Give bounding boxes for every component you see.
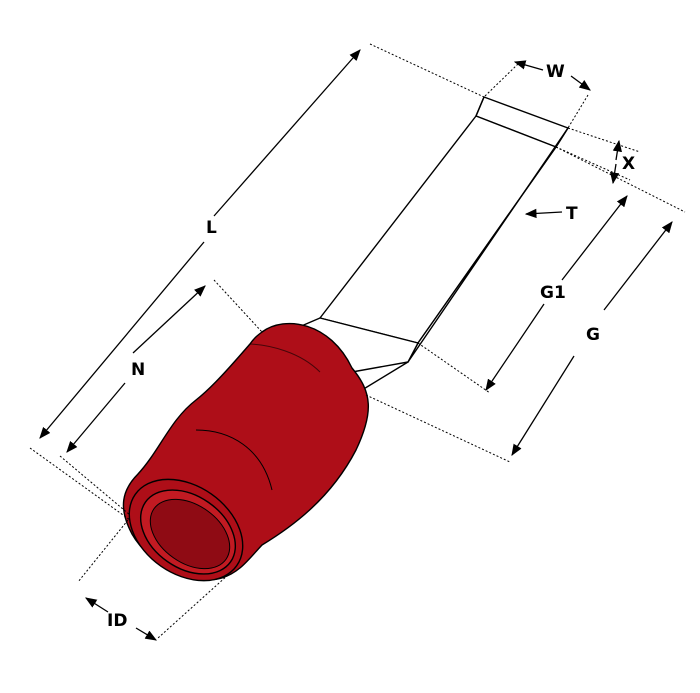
dim-label-W: W [546,62,565,82]
dim-label-T: T [566,204,578,224]
dim-label-G: G [586,325,600,345]
insulated-sleeve [122,322,369,582]
dim-label-X: X [622,154,635,174]
dim-label-ID: ID [107,611,127,631]
dimension-lines [39,49,673,641]
dim-label-N: N [131,360,145,380]
extension-lines [29,43,686,639]
dim-label-G1: G1 [540,283,566,303]
dim-label-L: L [206,218,217,238]
pin-blade [291,96,569,391]
